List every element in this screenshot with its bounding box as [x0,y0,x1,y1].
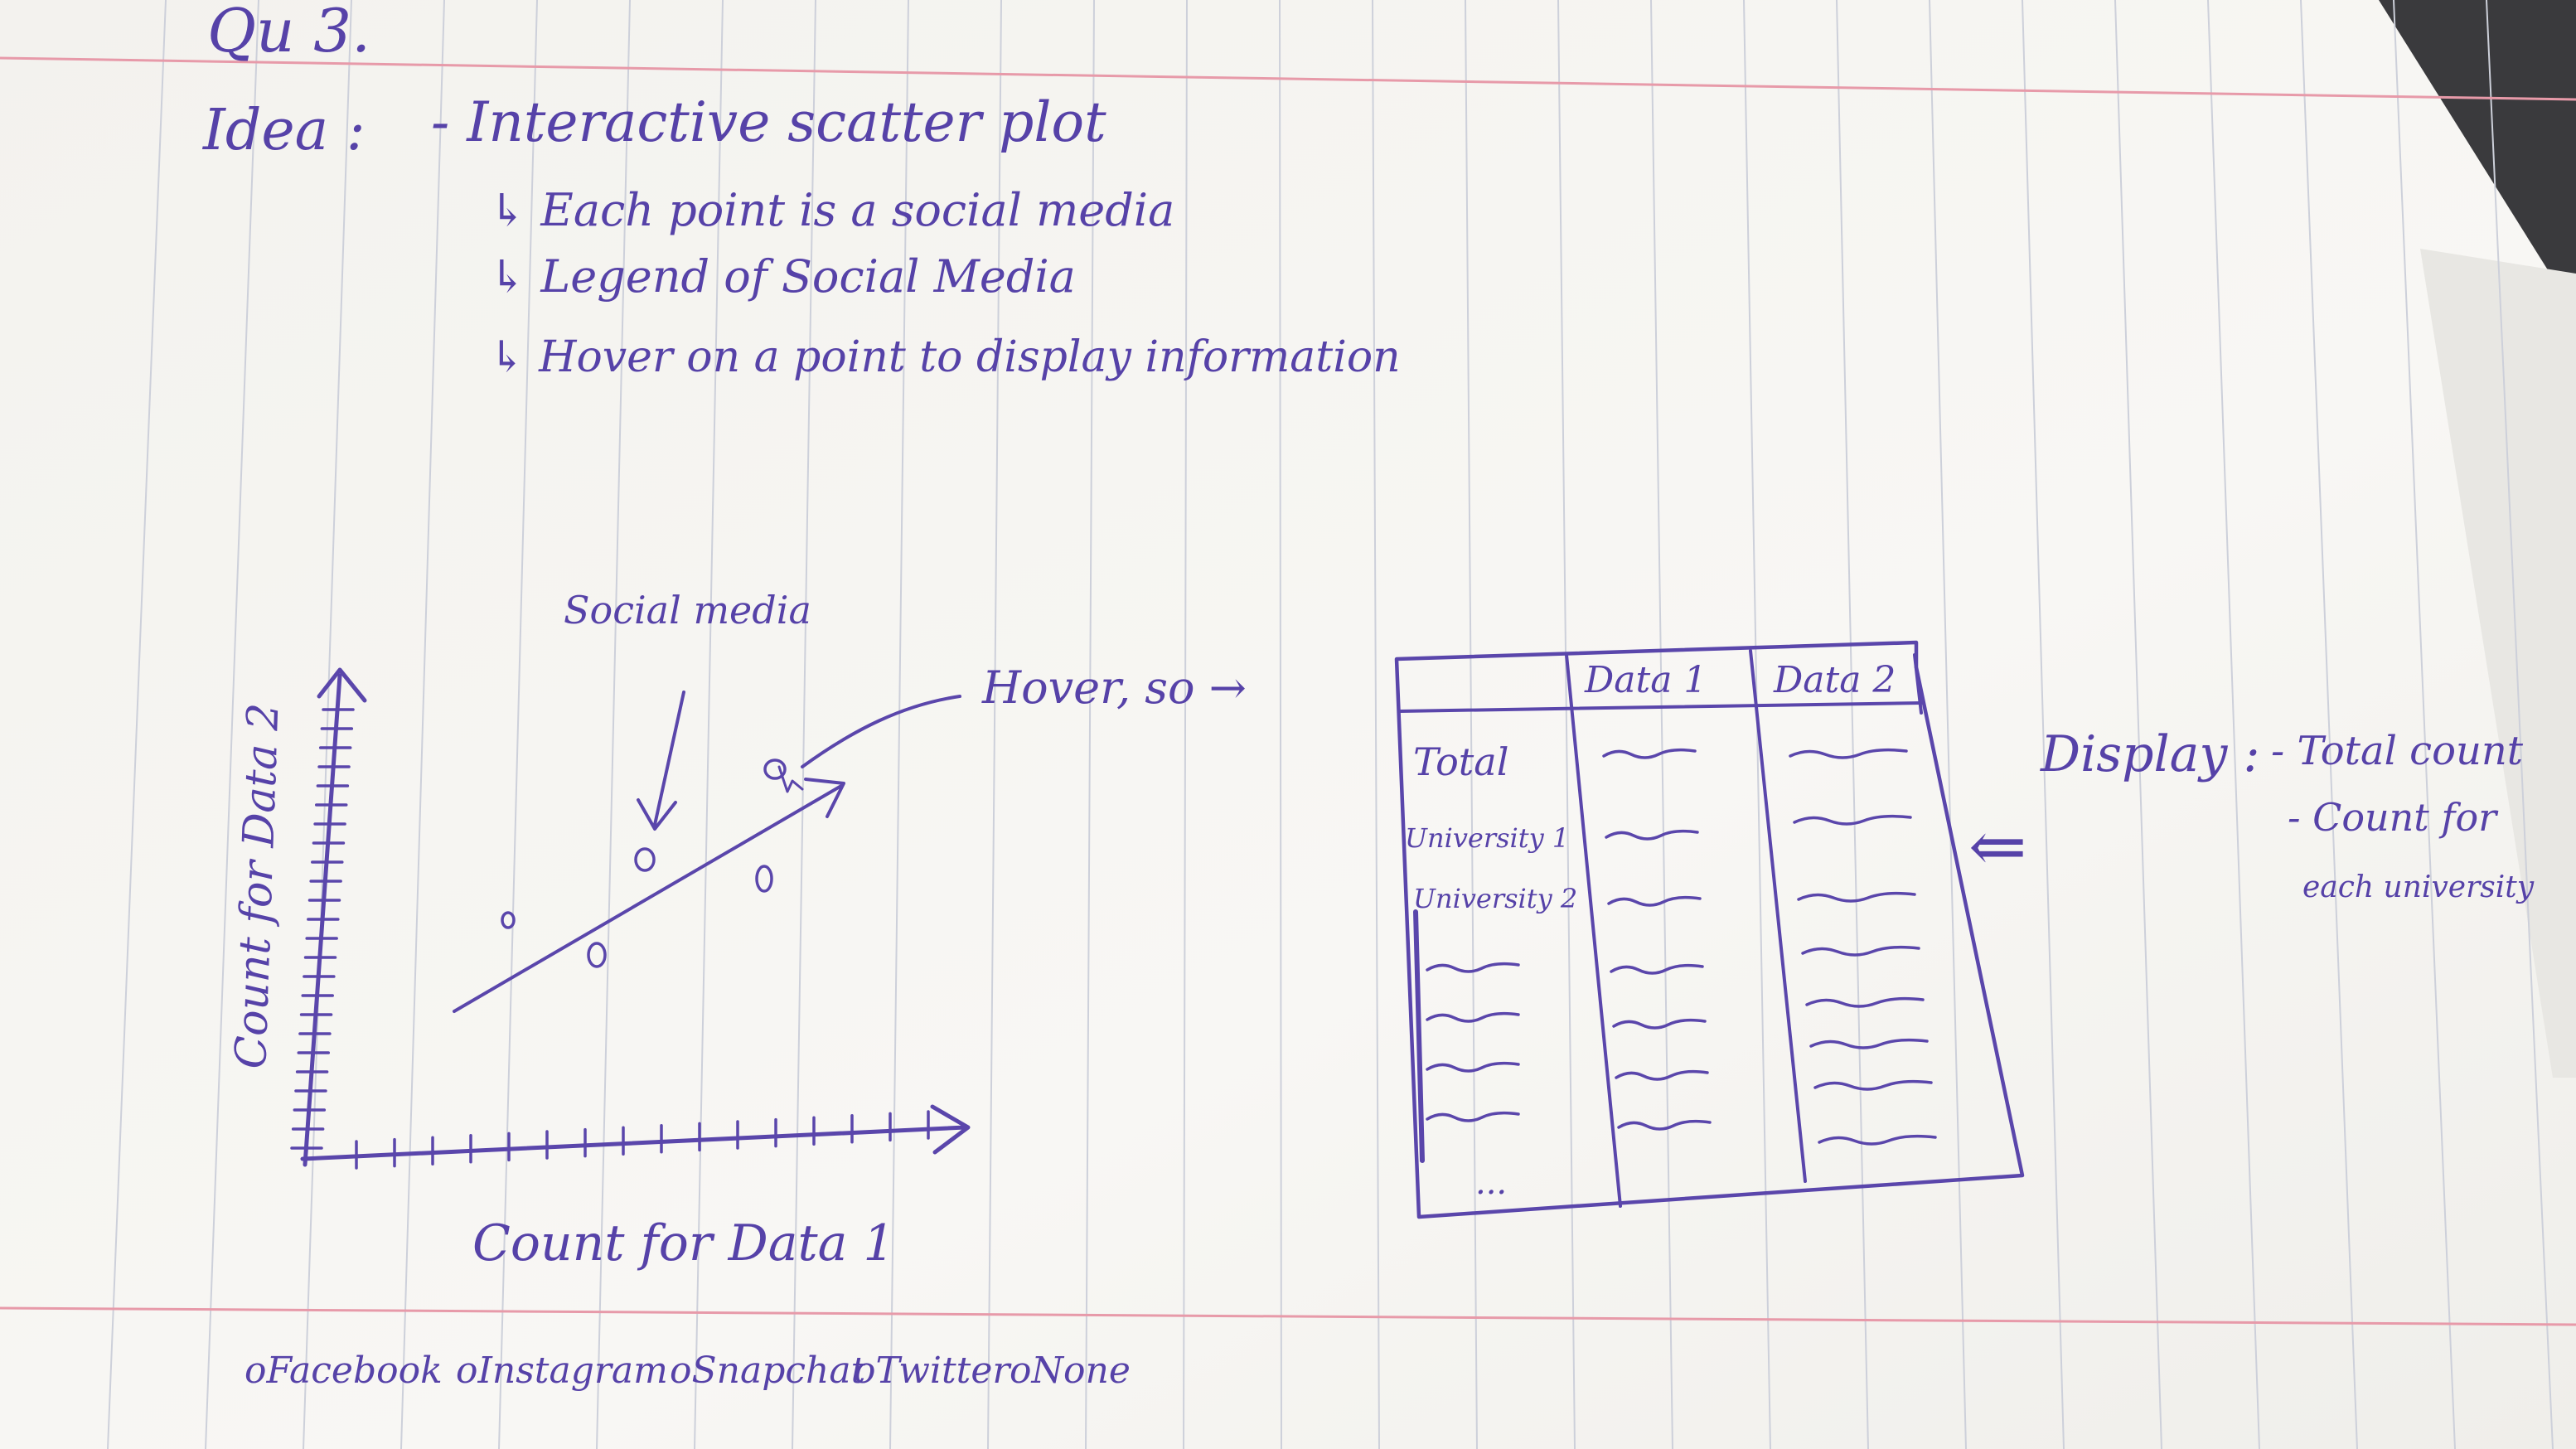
table-column-divider [1565,653,1622,1208]
table-row-label: University 2 [1413,883,1577,914]
page-edge [2420,249,2576,1078]
hover-arrow-line [801,695,961,768]
question-label: Qu 3. [207,0,370,65]
bullet-item: ↳ Legend of Social Media [489,250,1076,303]
desk-corner [2379,0,2576,315]
x-axis-label: Count for Data 1 [472,1214,895,1272]
placeholder-squiggle [1789,748,1908,759]
ruled-line [2207,0,2260,1449]
placeholder-squiggle [1809,1038,1929,1049]
placeholder-squiggle [1793,814,1912,826]
placeholder-squiggle [1813,1079,1933,1091]
placeholder-squiggle [1818,1134,1937,1146]
placeholder-squiggle [1610,963,1704,975]
ruled-line [2114,0,2162,1449]
table-column-divider [1749,649,1807,1183]
table-header-divider [1397,701,1923,713]
legend-item-none[interactable]: oNone [1010,1350,1131,1392]
top-margin-line [0,56,2576,101]
ruled-line [1183,0,1188,1449]
social-media-annotation: Social media [564,588,811,632]
display-title: Display : [2040,725,2260,783]
idea-title: - Interactive scatter plot [431,90,1106,154]
left-arrow-icon: ⇐ [1968,806,2026,887]
hover-annotation: Hover, so → [981,662,1247,714]
ruled-line [987,0,1002,1449]
ruled-line [2300,0,2358,1449]
idea-label: Idea : [201,98,366,163]
table-left-heavy-edge [1413,909,1425,1163]
table-header-data1: Data 1 [1584,659,1707,701]
cursor-icon [763,758,804,793]
annotation-arrow [637,691,685,831]
legend-item-instagram[interactable]: oInstagram [456,1350,668,1392]
ruled-line [1465,0,1478,1449]
ruled-line [1650,0,1673,1449]
ruled-line [1085,0,1095,1449]
y-axis-ticks [290,708,355,1150]
placeholder-squiggle [1801,945,1920,957]
legend-item-snapchat[interactable]: oSnapchat [670,1350,866,1392]
ruled-lines [107,0,2554,1449]
ruled-line [400,0,445,1449]
table-right-edge [1913,653,1923,715]
ruled-line [2022,0,2065,1449]
x-axis [300,1104,971,1161]
display-item: - Count for [2288,795,2499,840]
legend: oFacebook oInstagram oSnapchat oTwitter … [245,1350,1131,1392]
placeholder-squiggle [1607,895,1702,907]
x-axis-ticks [355,1110,930,1170]
ruled-line [303,0,352,1449]
display-note: Display : - Total count - Count for each… [1968,725,2535,904]
placeholder-squiggle [1426,1011,1520,1023]
legend-item-twitter[interactable]: oTwitter [854,1350,1012,1392]
ruled-line [889,0,909,1449]
display-item: each university [2302,870,2535,904]
placeholder-squiggle [1805,996,1925,1008]
info-table: Data 1 Data 2 Total University 1 Univers… [1394,640,2025,1219]
data-point[interactable] [755,865,773,893]
data-point[interactable] [501,911,516,929]
ruled-line [107,0,167,1449]
ruled-line [792,0,816,1449]
display-item: - Total count [2271,728,2524,774]
placeholder-squiggle [1612,1018,1707,1030]
ruled-line [694,0,724,1449]
ruled-line [498,0,538,1449]
placeholder-squiggle [1602,748,1697,759]
placeholder-squiggle [1797,891,1916,903]
ruled-line [1279,0,1282,1449]
data-point[interactable] [587,942,607,968]
ruled-line [1372,0,1380,1449]
trend-line [453,778,845,1013]
placeholder-squiggle [1605,829,1699,841]
placeholder-squiggle [1426,962,1520,973]
table-row-label: University 1 [1405,822,1569,854]
ruled-line [2393,0,2456,1449]
bottom-margin-line [0,1306,2576,1326]
ruled-line [596,0,631,1449]
table-ellipsis: ... [1475,1164,1507,1202]
data-point[interactable] [634,847,656,872]
ruled-line [205,0,259,1449]
placeholder-squiggle [1615,1069,1709,1081]
table-squiggles [1426,748,1937,1146]
placeholder-squiggle [1426,1111,1520,1122]
ruled-line [2486,0,2554,1449]
bullet-item: ↳ Each point is a social media [489,184,1174,236]
table-row-label: Total [1413,739,1508,784]
bullet-item: ↳ Hover on a point to display informatio… [489,332,1401,382]
placeholder-squiggle [1426,1061,1520,1073]
placeholder-squiggle [1617,1119,1712,1131]
legend-item-facebook[interactable]: oFacebook [245,1350,443,1392]
ruled-line [1929,0,1967,1449]
ruled-line [1836,0,1869,1449]
table-header-data2: Data 2 [1773,659,1896,701]
